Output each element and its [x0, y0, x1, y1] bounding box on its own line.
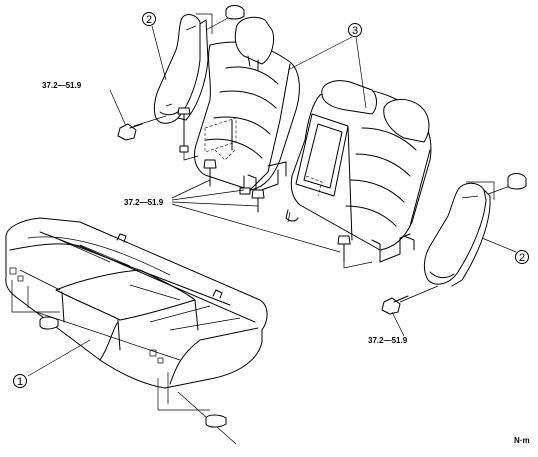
torque-label-lower: 37.2—51.9	[368, 336, 408, 345]
torque-label-center: 37.2—51.9	[124, 198, 164, 207]
cushion-hooks	[11, 280, 237, 445]
seat-cushion	[5, 217, 268, 389]
side-bolster-right	[423, 173, 527, 287]
callout-1: 1	[13, 339, 91, 388]
callout-2-lower: 2	[481, 237, 529, 264]
callout-2-upper-label: 2	[146, 14, 152, 26]
callout-3-label: 3	[352, 25, 358, 37]
unit-label: N·m	[514, 436, 530, 445]
bolt-right-bolster	[381, 285, 439, 337]
torque-label-upper: 37.2—51.9	[42, 81, 82, 90]
torque-leaders-center	[171, 179, 341, 253]
side-bolster-left	[153, 5, 245, 124]
callout-1-label: 1	[17, 376, 23, 388]
seat-back-right	[285, 80, 432, 263]
seat-back-left	[193, 16, 300, 193]
seat-back-bolts	[177, 107, 373, 269]
bolt-left-bolster	[109, 89, 167, 141]
callout-3: 3	[287, 23, 367, 109]
callout-2-upper: 2	[142, 12, 167, 81]
callout-2-lower-label: 2	[519, 252, 525, 264]
